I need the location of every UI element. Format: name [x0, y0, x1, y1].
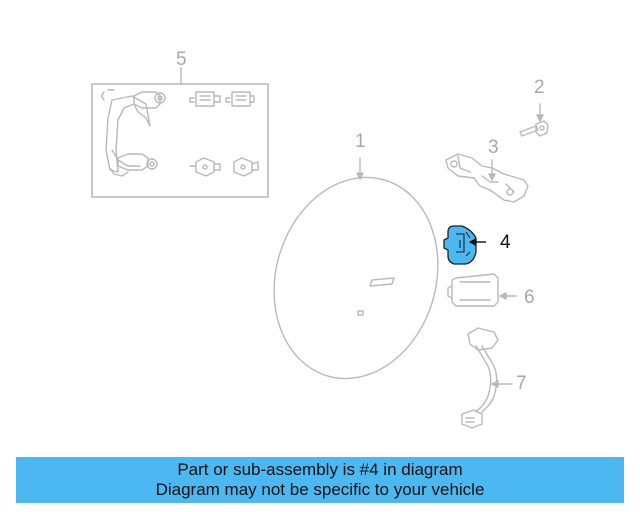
callout-5: 5 — [176, 49, 187, 70]
banner-line-1: Part or sub-assembly is #4 in diagram — [177, 460, 463, 479]
part-6-module[interactable] — [447, 273, 499, 307]
part-7-harness[interactable] — [461, 327, 499, 429]
part-5-kit[interactable] — [91, 83, 269, 198]
callout-3: 3 — [488, 137, 499, 158]
callout-4: 4 — [500, 232, 511, 253]
banner-line-2: Diagram may not be specific to your vehi… — [155, 480, 485, 499]
part-3-bracket[interactable] — [445, 153, 529, 203]
part-4-highlighted[interactable] — [443, 225, 477, 265]
callout-1: 1 — [355, 131, 366, 152]
part-1-fuel-door[interactable] — [251, 158, 461, 398]
info-banner: Part or sub-assembly is #4 in diagram Di… — [16, 457, 624, 503]
callout-2: 2 — [534, 77, 545, 98]
part-2-bolt[interactable] — [519, 120, 549, 137]
callout-6: 6 — [524, 287, 535, 308]
callout-7: 7 — [516, 373, 527, 394]
